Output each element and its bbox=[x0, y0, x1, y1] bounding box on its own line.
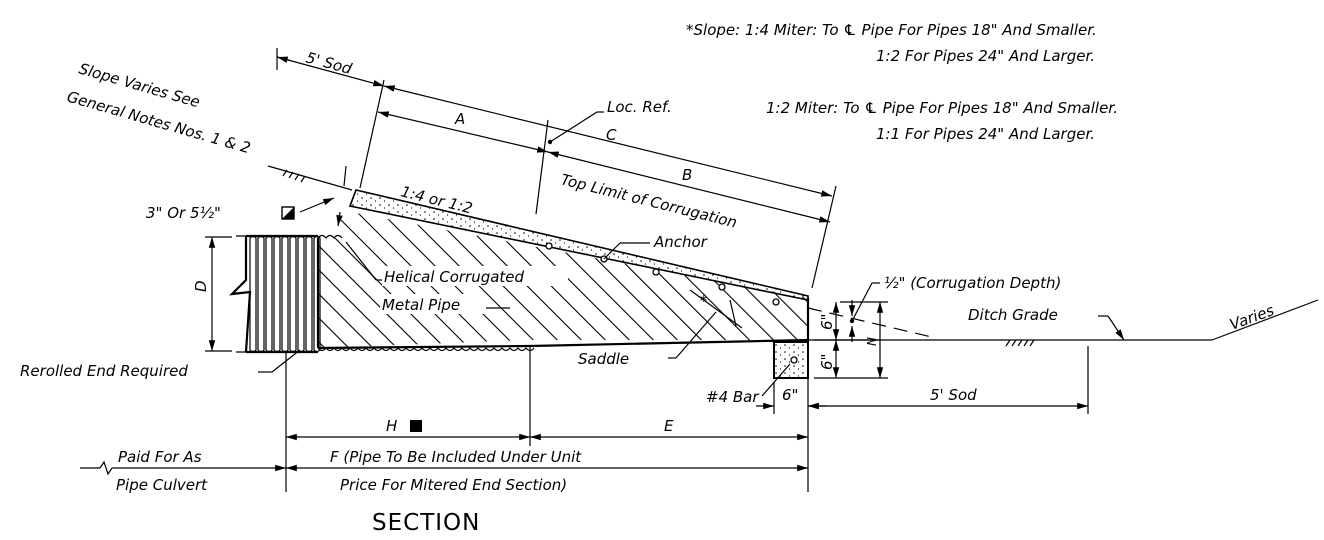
thickness-label: 3" Or 5½" bbox=[146, 204, 221, 222]
corrugation-rib bbox=[273, 235, 281, 353]
pipe-bottom-scallops bbox=[317, 347, 535, 352]
corrugation-rib bbox=[305, 235, 313, 353]
dim-d-label: D bbox=[192, 280, 210, 292]
bar-label: #4 Bar bbox=[706, 388, 759, 406]
corrugation-rib bbox=[257, 235, 265, 353]
anchor-bolts bbox=[545, 242, 780, 306]
paid-for-label-2: Pipe Culvert bbox=[116, 476, 208, 494]
saddle-label: Saddle bbox=[578, 350, 629, 368]
paid-for-label-1: Paid For As bbox=[118, 448, 202, 466]
varies-label: Varies bbox=[1227, 301, 1276, 334]
six-width-label: 6" bbox=[782, 386, 798, 404]
helical-label-1: Helical Corrugated bbox=[384, 268, 525, 286]
f-label-2: Price For Mitered End Section) bbox=[340, 476, 567, 494]
saddle-leader bbox=[668, 289, 743, 359]
note-line-2: 1:2 For Pipes 24" And Larger. bbox=[876, 47, 1095, 65]
metal-pipe-label-bg bbox=[380, 294, 484, 314]
corrugation-rib bbox=[289, 235, 297, 353]
bottom-dimensions bbox=[80, 346, 1089, 492]
six-bottom-label: 6" bbox=[818, 354, 836, 370]
ditch-grade-label: Ditch Grade bbox=[968, 306, 1058, 324]
miter-notes: *Slope: 1:4 Miter: To ℄ Pipe For Pipes 1… bbox=[686, 21, 1118, 143]
star-mark: * bbox=[700, 292, 708, 310]
anchor-label: Anchor bbox=[653, 233, 708, 251]
thickness-leader bbox=[281, 165, 347, 227]
note-line-1: *Slope: 1:4 Miter: To ℄ Pipe For Pipes 1… bbox=[686, 21, 1097, 39]
corrugation-rib bbox=[297, 235, 305, 353]
right-dimensions bbox=[814, 282, 888, 379]
helical-label-2: Metal Pipe bbox=[382, 296, 460, 314]
dim-c-label: C bbox=[606, 126, 617, 144]
corrugation-rib bbox=[281, 235, 289, 353]
six-top-label: 6" bbox=[818, 314, 836, 330]
dim-a-label: A bbox=[454, 110, 465, 128]
corrugation-rib bbox=[265, 235, 273, 353]
rerolled-end bbox=[229, 234, 321, 354]
top-limit-label: Top Limit of Corrugation bbox=[559, 170, 739, 231]
corrugation-rib bbox=[249, 235, 257, 353]
sod-top-label: 5' Sod bbox=[304, 48, 354, 78]
section-title: SECTION bbox=[372, 510, 480, 536]
slope-ground bbox=[267, 165, 353, 191]
helical-label-bg bbox=[382, 266, 568, 286]
loc-ref-label: Loc. Ref. bbox=[607, 98, 672, 116]
rerolled-label: Rerolled End Required bbox=[20, 362, 188, 380]
f-label-1: F (Pipe To Be Included Under Unit bbox=[330, 448, 582, 466]
dim-d bbox=[205, 236, 232, 352]
sod-bottom-label: 5' Sod bbox=[930, 386, 977, 404]
corrugation-depth-label: ½" (Corrugation Depth) bbox=[884, 274, 1061, 292]
note-line-4: 1:1 For Pipes 24" And Larger. bbox=[876, 125, 1095, 143]
dim-e-label: E bbox=[664, 417, 674, 435]
dim-b-label: B bbox=[682, 166, 692, 184]
note-line-3: 1:2 Miter: To ℄ Pipe For Pipes 18" And S… bbox=[766, 99, 1118, 117]
pipe-leaders bbox=[345, 241, 510, 309]
dim-h-label: H bbox=[386, 417, 397, 435]
dim-n-label: N bbox=[865, 337, 879, 346]
